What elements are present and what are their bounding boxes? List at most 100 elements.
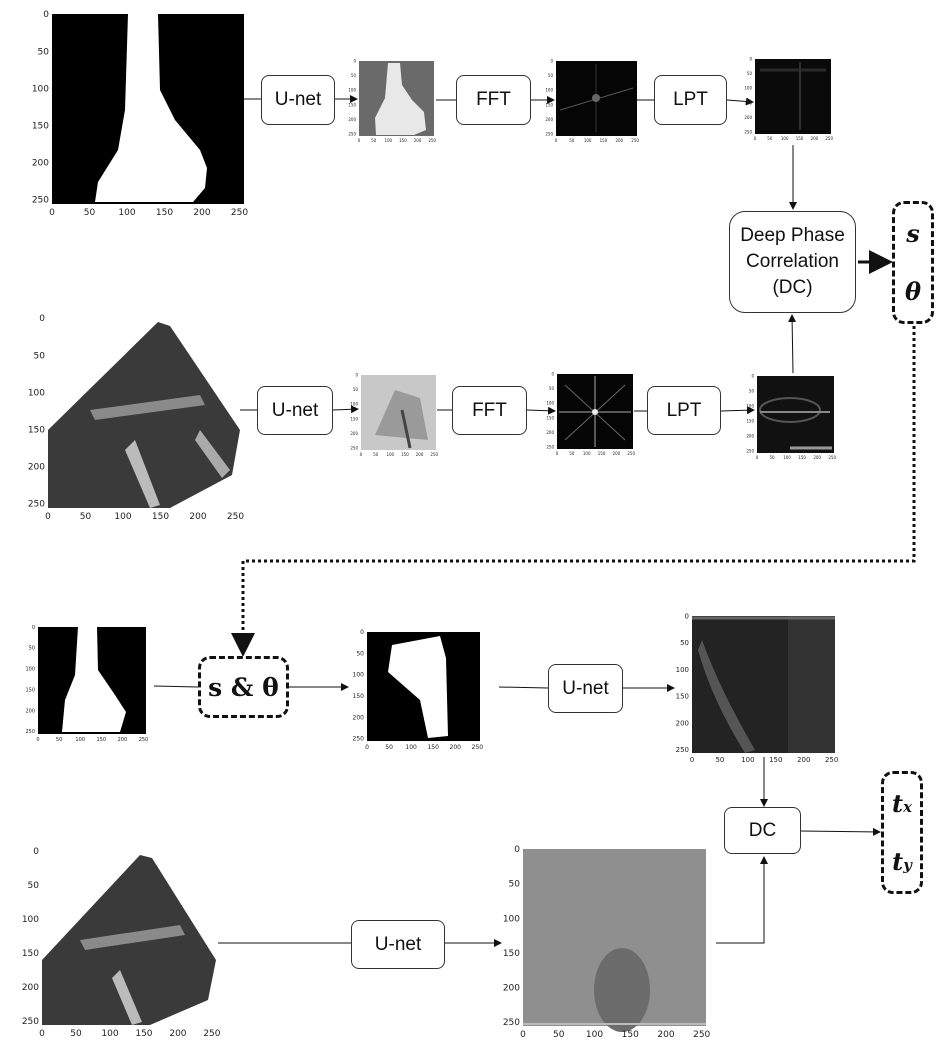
- unet-box-row4: U-net: [351, 920, 445, 969]
- y-tick-label: 250: [546, 445, 554, 450]
- x-tick-label: 0: [36, 737, 39, 743]
- y-tick-label: 150: [545, 102, 553, 107]
- plot-unet-feature-1: [359, 61, 434, 136]
- y-tick-label: 0: [550, 58, 553, 63]
- dpc-line-2: Correlation: [746, 251, 839, 272]
- x-tick-label: 50: [767, 136, 773, 141]
- x-tick-label: 0: [555, 138, 558, 143]
- x-tick-label: 100: [741, 756, 754, 764]
- y-tick-label: 150: [25, 687, 35, 693]
- x-tick-label: 50: [715, 756, 724, 764]
- x-tick-label: 250: [631, 138, 639, 143]
- x-tick-label: 100: [384, 138, 392, 143]
- x-tick-label: 250: [825, 136, 833, 141]
- x-tick-label: 250: [693, 1030, 710, 1040]
- y-tick-label: 200: [32, 159, 49, 169]
- x-tick-label: 150: [135, 1029, 152, 1039]
- y-tick-label: 200: [746, 434, 754, 439]
- x-tick-label: 0: [360, 452, 363, 457]
- y-tick-label: 100: [676, 666, 689, 674]
- x-tick-label: 250: [627, 451, 635, 456]
- x-tick-label: 50: [371, 138, 377, 143]
- unet-box-row1: U-net: [261, 75, 335, 125]
- y-tick-label: 200: [676, 719, 689, 727]
- y-tick-label: 150: [350, 416, 358, 421]
- x-tick-label: 0: [358, 138, 361, 143]
- x-tick-label: 100: [583, 451, 591, 456]
- x-tick-label: 200: [118, 737, 128, 743]
- y-tick-label: 150: [676, 693, 689, 701]
- y-tick-label: 200: [348, 117, 356, 122]
- x-tick-label: 100: [114, 512, 131, 522]
- y-tick-label: 0: [32, 625, 35, 631]
- y-tick-label: 100: [28, 388, 45, 398]
- x-tick-label: 250: [139, 737, 149, 743]
- x-tick-label: 250: [472, 744, 484, 751]
- y-tick-label: 100: [545, 88, 553, 93]
- plot-rotated-mask: [367, 632, 480, 741]
- x-tick-label: 0: [39, 1029, 45, 1039]
- plot-unet-feature-3: [692, 616, 835, 753]
- x-tick-label: 150: [622, 1030, 639, 1040]
- y-tick-label: 100: [22, 915, 39, 925]
- dpc-line-3: (DC): [772, 277, 813, 298]
- y-tick-label: 200: [744, 115, 752, 120]
- x-tick-label: 250: [203, 1029, 220, 1039]
- y-tick-label: 0: [33, 847, 39, 857]
- x-tick-label: 100: [781, 136, 789, 141]
- fft-box-row2: FFT: [452, 386, 527, 435]
- output-s: s: [906, 218, 920, 248]
- x-tick-label: 150: [156, 208, 173, 218]
- x-tick-label: 100: [101, 1029, 118, 1039]
- x-tick-label: 0: [754, 136, 757, 141]
- x-tick-label: 150: [401, 452, 409, 457]
- y-tick-label: 0: [751, 373, 754, 378]
- y-tick-label: 200: [25, 708, 35, 714]
- y-tick-label: 100: [503, 914, 520, 924]
- y-tick-label: 100: [746, 403, 754, 408]
- y-tick-label: 50: [29, 646, 35, 652]
- y-tick-label: 150: [546, 415, 554, 420]
- output-translation: tx ty: [881, 771, 923, 894]
- dpc-line-1: Deep Phase: [740, 225, 845, 246]
- x-tick-label: 250: [430, 452, 438, 457]
- x-tick-label: 0: [45, 512, 51, 522]
- x-tick-label: 0: [756, 455, 759, 460]
- y-tick-label: 250: [746, 449, 754, 454]
- y-tick-label: 150: [22, 949, 39, 959]
- y-tick-label: 0: [39, 314, 45, 324]
- x-tick-label: 0: [49, 208, 55, 218]
- y-tick-label: 50: [351, 73, 357, 78]
- y-tick-label: 150: [348, 102, 356, 107]
- x-tick-label: 150: [399, 138, 407, 143]
- x-tick-label: 50: [385, 744, 393, 751]
- y-tick-label: 200: [350, 431, 358, 436]
- x-tick-label: 200: [450, 744, 462, 751]
- y-tick-label: 50: [353, 387, 359, 392]
- x-tick-label: 150: [427, 744, 439, 751]
- x-tick-label: 50: [569, 451, 575, 456]
- x-tick-label: 150: [798, 455, 806, 460]
- plot-lpt-1: [755, 59, 831, 134]
- output-s-theta: s θ: [892, 201, 934, 324]
- x-tick-label: 100: [75, 737, 85, 743]
- y-tick-label: 100: [25, 667, 35, 673]
- y-tick-label: 50: [680, 639, 689, 647]
- y-tick-label: 150: [746, 419, 754, 424]
- y-tick-label: 250: [503, 1018, 520, 1028]
- x-tick-label: 200: [193, 208, 210, 218]
- y-tick-label: 200: [22, 983, 39, 993]
- plot-unet-feature-4: [523, 849, 706, 1032]
- unet-box-row2: U-net: [257, 386, 333, 435]
- y-tick-label: 250: [545, 132, 553, 137]
- y-tick-label: 0: [355, 372, 358, 377]
- x-tick-label: 200: [615, 138, 623, 143]
- y-tick-label: 250: [744, 130, 752, 135]
